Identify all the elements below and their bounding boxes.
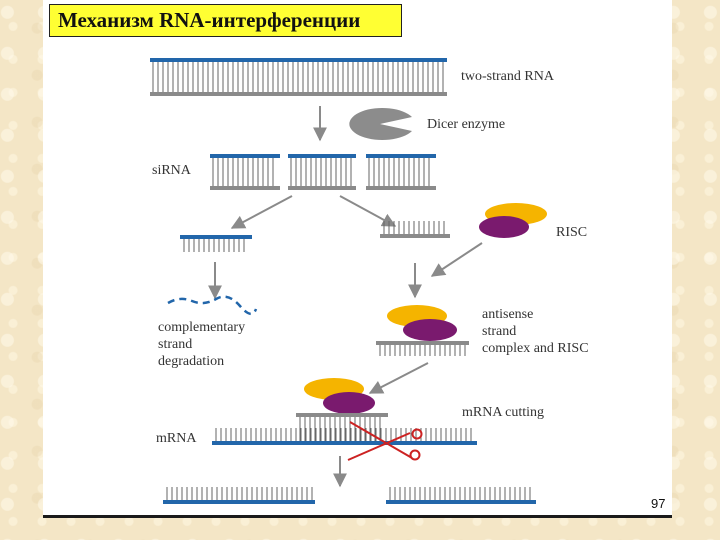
sirna-fragment-1-base-pairs [212, 158, 274, 186]
sirna-fragment-1-bottom [210, 186, 280, 190]
slide-title: Механизм RNA-интерференции [49, 4, 402, 37]
sirna-fragment-3-bottom [366, 186, 436, 190]
svg-text:degradation: degradation [158, 354, 224, 369]
arrow-risc-join [430, 242, 483, 277]
label-risc: RISC [556, 225, 587, 240]
label-dicer: Dicer enzyme [427, 117, 505, 132]
svg-text:strand: strand [158, 337, 192, 352]
label-antisense: antisense strand complex and RISC [482, 307, 589, 356]
antisense-risc-complex [376, 305, 469, 356]
label-two-strand-rna: two-strand RNA [461, 69, 555, 84]
svg-text:strand: strand [482, 324, 516, 339]
svg-text:complementary: complementary [158, 320, 245, 335]
risc-bound-mrna [296, 378, 388, 441]
mrna-strand [212, 428, 477, 445]
svg-text:complex and RISC: complex and RISC [482, 341, 589, 356]
sirna-fragment-3-base-pairs [368, 158, 430, 186]
label-mrna-cutting: mRNA cutting [462, 405, 544, 420]
label-complementary: complementary strand degradation [158, 320, 245, 369]
sirna-fragment-2-base-pairs [290, 158, 352, 186]
risc-complex-icon [479, 203, 547, 238]
two-strand-rna [150, 58, 447, 96]
cleaved-fragment-left [163, 487, 315, 504]
sirna-fragment-2-top [288, 154, 356, 158]
dicer-enzyme-icon [349, 108, 412, 140]
two-strand-rna-base-pairs [152, 62, 444, 92]
scissors-icon [347, 421, 423, 461]
label-sirna: siRNA [152, 163, 192, 178]
cleaved-fragment-right [386, 487, 536, 504]
svg-text:antisense: antisense [482, 307, 533, 322]
antisense-strand [380, 221, 450, 238]
page-number: 97 [651, 496, 666, 511]
label-mrna: mRNA [156, 431, 197, 446]
sense-strand [180, 235, 252, 252]
two-strand-rna-bottom-strand [150, 92, 447, 96]
sirna-fragments [210, 154, 436, 190]
sirna-fragment-2-bottom [288, 186, 356, 190]
arrow-split-right [339, 195, 397, 227]
two-strand-rna-top-strand [150, 58, 447, 62]
arrow-to-cutting [368, 362, 429, 394]
arrow-split-left [230, 195, 293, 229]
sirna-fragment-1-top [210, 154, 280, 158]
sirna-fragment-3-top [366, 154, 436, 158]
slide-bottom-rule [43, 515, 672, 518]
degraded-strand [167, 295, 258, 315]
